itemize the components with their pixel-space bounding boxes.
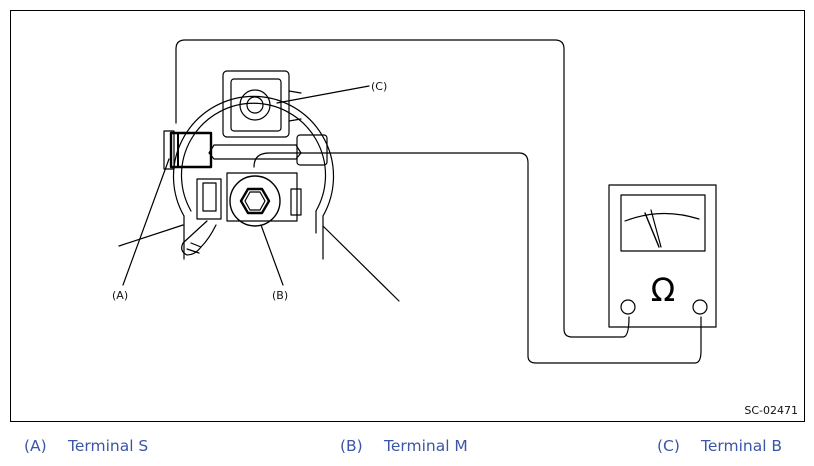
legend-letter: (A) xyxy=(24,437,47,455)
terminal-m-bracket xyxy=(226,172,302,222)
callout-b: (B) xyxy=(272,289,288,302)
legend-item-a: (A) Terminal S xyxy=(24,437,148,455)
diagram-frame: (C) (A) (B) Ω SC-02471 xyxy=(10,10,805,422)
legend: (A) Terminal S (B) Terminal M (C) Terminal … xyxy=(0,434,814,462)
center-bridge xyxy=(208,134,328,166)
legend-label: Terminal S xyxy=(68,437,149,455)
terminal-b xyxy=(222,70,302,138)
ohmmeter xyxy=(608,184,717,328)
legend-letter: (C) xyxy=(657,437,680,455)
leader-a xyxy=(122,158,170,286)
terminal-m xyxy=(229,175,281,227)
leader-c xyxy=(276,85,370,104)
terminal-s xyxy=(163,130,213,170)
s-connector xyxy=(181,178,222,256)
lead-wire-s xyxy=(175,39,630,338)
context-line-left xyxy=(118,224,184,247)
legend-item-b: (B) Terminal M xyxy=(340,437,468,455)
context-line-right xyxy=(322,225,400,302)
leader-b xyxy=(260,224,284,286)
legend-letter: (B) xyxy=(340,437,363,455)
legend-label: Terminal M xyxy=(384,437,468,455)
lead-wire-m xyxy=(253,152,702,364)
starter-diagram: (C) (A) (B) Ω xyxy=(112,39,717,364)
figure-code: SC-02471 xyxy=(744,404,798,417)
callout-c: (C) xyxy=(371,80,387,93)
callout-a: (A) xyxy=(112,289,128,302)
solenoid-housing xyxy=(172,95,335,260)
legend-item-c: (C) Terminal B xyxy=(657,437,782,455)
ohm-symbol: Ω xyxy=(651,271,675,309)
legend-label: Terminal B xyxy=(701,437,783,455)
